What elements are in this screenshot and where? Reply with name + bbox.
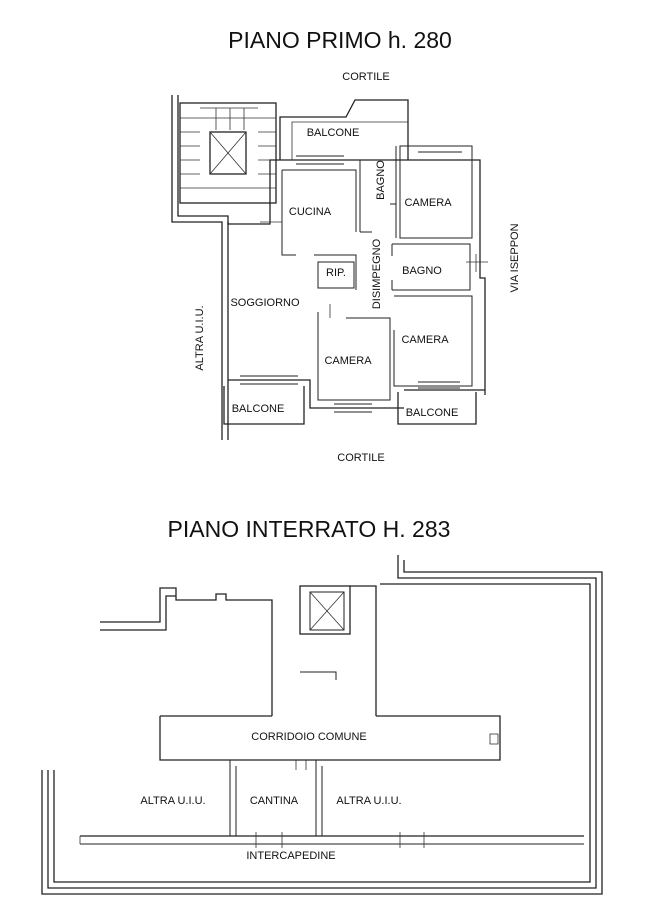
label-bagno-1: BAGNO — [375, 160, 387, 200]
label-bagno-2: BAGNO — [402, 265, 442, 277]
label-altra-uiu-right: ALTRA U.I.U. — [336, 795, 401, 807]
label-disimpegno: DISIMPEGNO — [371, 238, 383, 309]
label-cortile-top: CORTILE — [342, 71, 389, 83]
label-balcone-left: BALCONE — [232, 403, 285, 415]
label-via: VIA ISEPPON — [509, 223, 521, 292]
label-corridoio: CORRIDOIO COMUNE — [251, 731, 367, 743]
label-balcone-right: BALCONE — [406, 407, 459, 419]
label-altra-uiu-left: ALTRA U.I.U. — [140, 795, 205, 807]
label-balcone-top: BALCONE — [307, 127, 360, 139]
label-cortile-bottom: CORTILE — [337, 452, 384, 464]
label-altra-uiu: ALTRA U.I.U. — [194, 305, 206, 370]
label-intercapedine: INTERCAPEDINE — [246, 850, 335, 862]
label-cantina: CANTINA — [250, 795, 299, 807]
upper-walls — [171, 95, 488, 440]
label-camera-2: CAMERA — [324, 355, 372, 367]
label-camera-3: CAMERA — [401, 334, 449, 346]
lower-walls — [41, 555, 603, 895]
label-camera-1: CAMERA — [404, 197, 452, 209]
upper-plan-title: PIANO PRIMO h. 280 — [228, 27, 452, 53]
label-rip: RIP. — [326, 267, 346, 279]
label-soggiorno: SOGGIORNO — [230, 297, 300, 309]
label-cucina: CUCINA — [289, 206, 332, 218]
lower-plan-title: PIANO INTERRATO H. 283 — [168, 516, 451, 542]
